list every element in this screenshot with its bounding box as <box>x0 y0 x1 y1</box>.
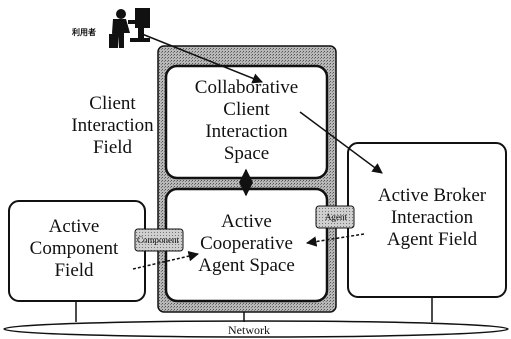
component-tag-shape <box>134 228 184 252</box>
collaborative-line-1: Collaborative <box>194 77 299 98</box>
broker-field-line-1: Active Broker <box>377 185 487 206</box>
client-field-line-1: Client <box>89 93 136 114</box>
agent-tag-label: Agent <box>325 212 347 222</box>
component-field-line-2: Component <box>29 238 119 259</box>
arrow-collaborative-to-broker <box>299 111 383 174</box>
component-field-line-3: Field <box>54 260 94 281</box>
cooperative-line-3: Agent Space <box>198 255 295 276</box>
user-label: 利用者 <box>72 28 96 37</box>
cooperative-line-2: Cooperative <box>200 233 293 254</box>
component-field-line-1: Active <box>48 216 100 237</box>
cooperative-space-label: Active Cooperative Agent Space <box>166 211 327 277</box>
collaborative-line-4: Space <box>223 143 270 164</box>
component-tag-label: Component <box>137 235 179 245</box>
network-label: Network <box>228 323 270 337</box>
agent-tag-shape <box>315 205 355 229</box>
collaborative-line-2: Client <box>223 99 270 120</box>
collaborative-space-label: Collaborative Client Interaction Space <box>166 77 327 165</box>
arrow-user-to-collaborative <box>141 33 263 84</box>
network-bus <box>3 320 509 338</box>
arrow-component-to-cooperative <box>132 251 200 270</box>
broker-field-line-2: Interaction <box>390 207 474 228</box>
component-field-label: Active Component Field <box>14 216 134 282</box>
broker-field-line-3: Agent Field <box>386 229 478 250</box>
cooperative-line-1: Active <box>221 211 272 232</box>
client-field-label: Client Interaction Field <box>55 93 170 159</box>
collaborative-line-3: Interaction <box>205 121 288 142</box>
broker-field-label: Active Broker Interaction Agent Field <box>358 185 506 251</box>
client-field-line-2: Interaction <box>71 115 154 136</box>
client-field-line-3: Field <box>92 137 133 158</box>
user-at-computer-icon <box>109 8 150 48</box>
